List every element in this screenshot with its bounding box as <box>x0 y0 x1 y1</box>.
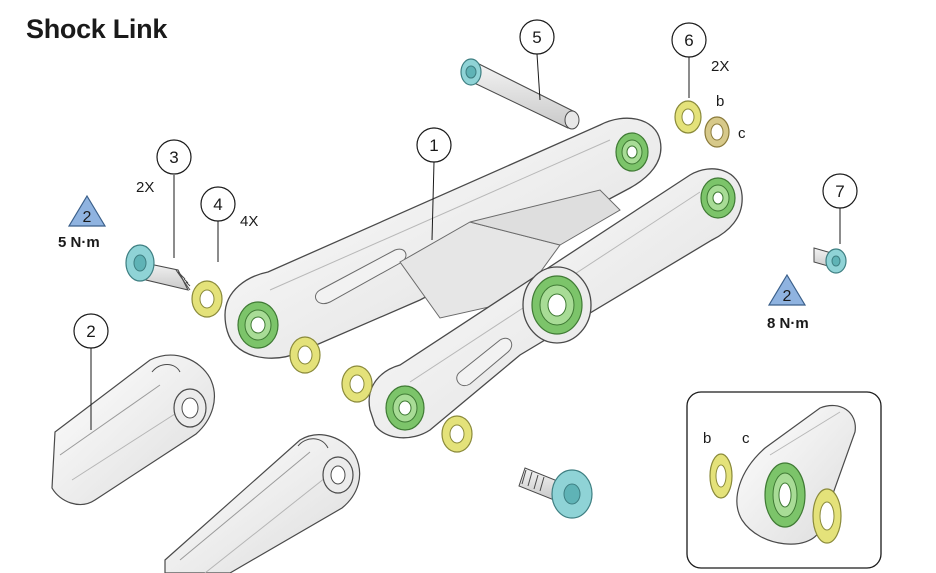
svg-text:3: 3 <box>169 148 178 167</box>
bearing-upper-right <box>615 132 649 172</box>
quantity-label: 4X <box>240 213 258 230</box>
sub-label-b: b <box>716 93 724 110</box>
svg-text:2: 2 <box>86 322 95 341</box>
inset-label-b: b <box>703 430 711 447</box>
svg-text:7: 7 <box>835 182 844 201</box>
callout-6: 6 <box>671 22 707 58</box>
leader-lines <box>90 53 841 430</box>
svg-text:1: 1 <box>429 136 438 155</box>
washer <box>289 336 321 374</box>
bolt-lower <box>518 467 593 519</box>
callout-4: 4 <box>200 186 236 222</box>
sub-label-c: c <box>738 125 746 142</box>
inset-label-c: c <box>742 430 750 447</box>
svg-text:8 N·m: 8 N·m <box>767 315 809 332</box>
bearing-center <box>531 275 583 335</box>
svg-text:2: 2 <box>783 288 792 305</box>
bearing-upper-left <box>237 301 279 349</box>
svg-text:5 N·m: 5 N·m <box>58 234 100 251</box>
callout-1: 1 <box>416 127 452 163</box>
torque-spec-right: 2 8 N·m <box>767 273 809 332</box>
inset-detail: b c <box>686 391 882 569</box>
svg-text:4: 4 <box>213 195 222 214</box>
washer-6c <box>704 116 730 148</box>
seatstay-upper <box>51 354 215 505</box>
seatstay-lower <box>164 434 361 573</box>
callout-5: 5 <box>519 19 555 55</box>
svg-text:6: 6 <box>684 31 693 50</box>
washer-6b <box>674 100 702 134</box>
svg-text:2: 2 <box>83 209 92 226</box>
washer <box>441 415 473 453</box>
washer <box>191 280 223 318</box>
svg-text:5: 5 <box>532 28 541 47</box>
quantity-label: 2X <box>136 179 154 196</box>
bearing-lower-right <box>700 177 736 219</box>
shock-link-body <box>224 117 743 439</box>
callout-7: 7 <box>822 173 858 209</box>
torque-spec-left: 2 5 N·m <box>58 194 107 251</box>
bolt-3 <box>125 244 191 291</box>
axle-5 <box>460 58 580 130</box>
callout-3: 3 <box>156 139 192 175</box>
bearing-lower-left <box>385 385 425 431</box>
quantity-label: 2X <box>711 58 729 75</box>
callout-2: 2 <box>73 313 109 349</box>
washer <box>341 365 373 403</box>
bolt-7 <box>813 247 847 274</box>
page-title: Shock Link <box>26 14 168 44</box>
